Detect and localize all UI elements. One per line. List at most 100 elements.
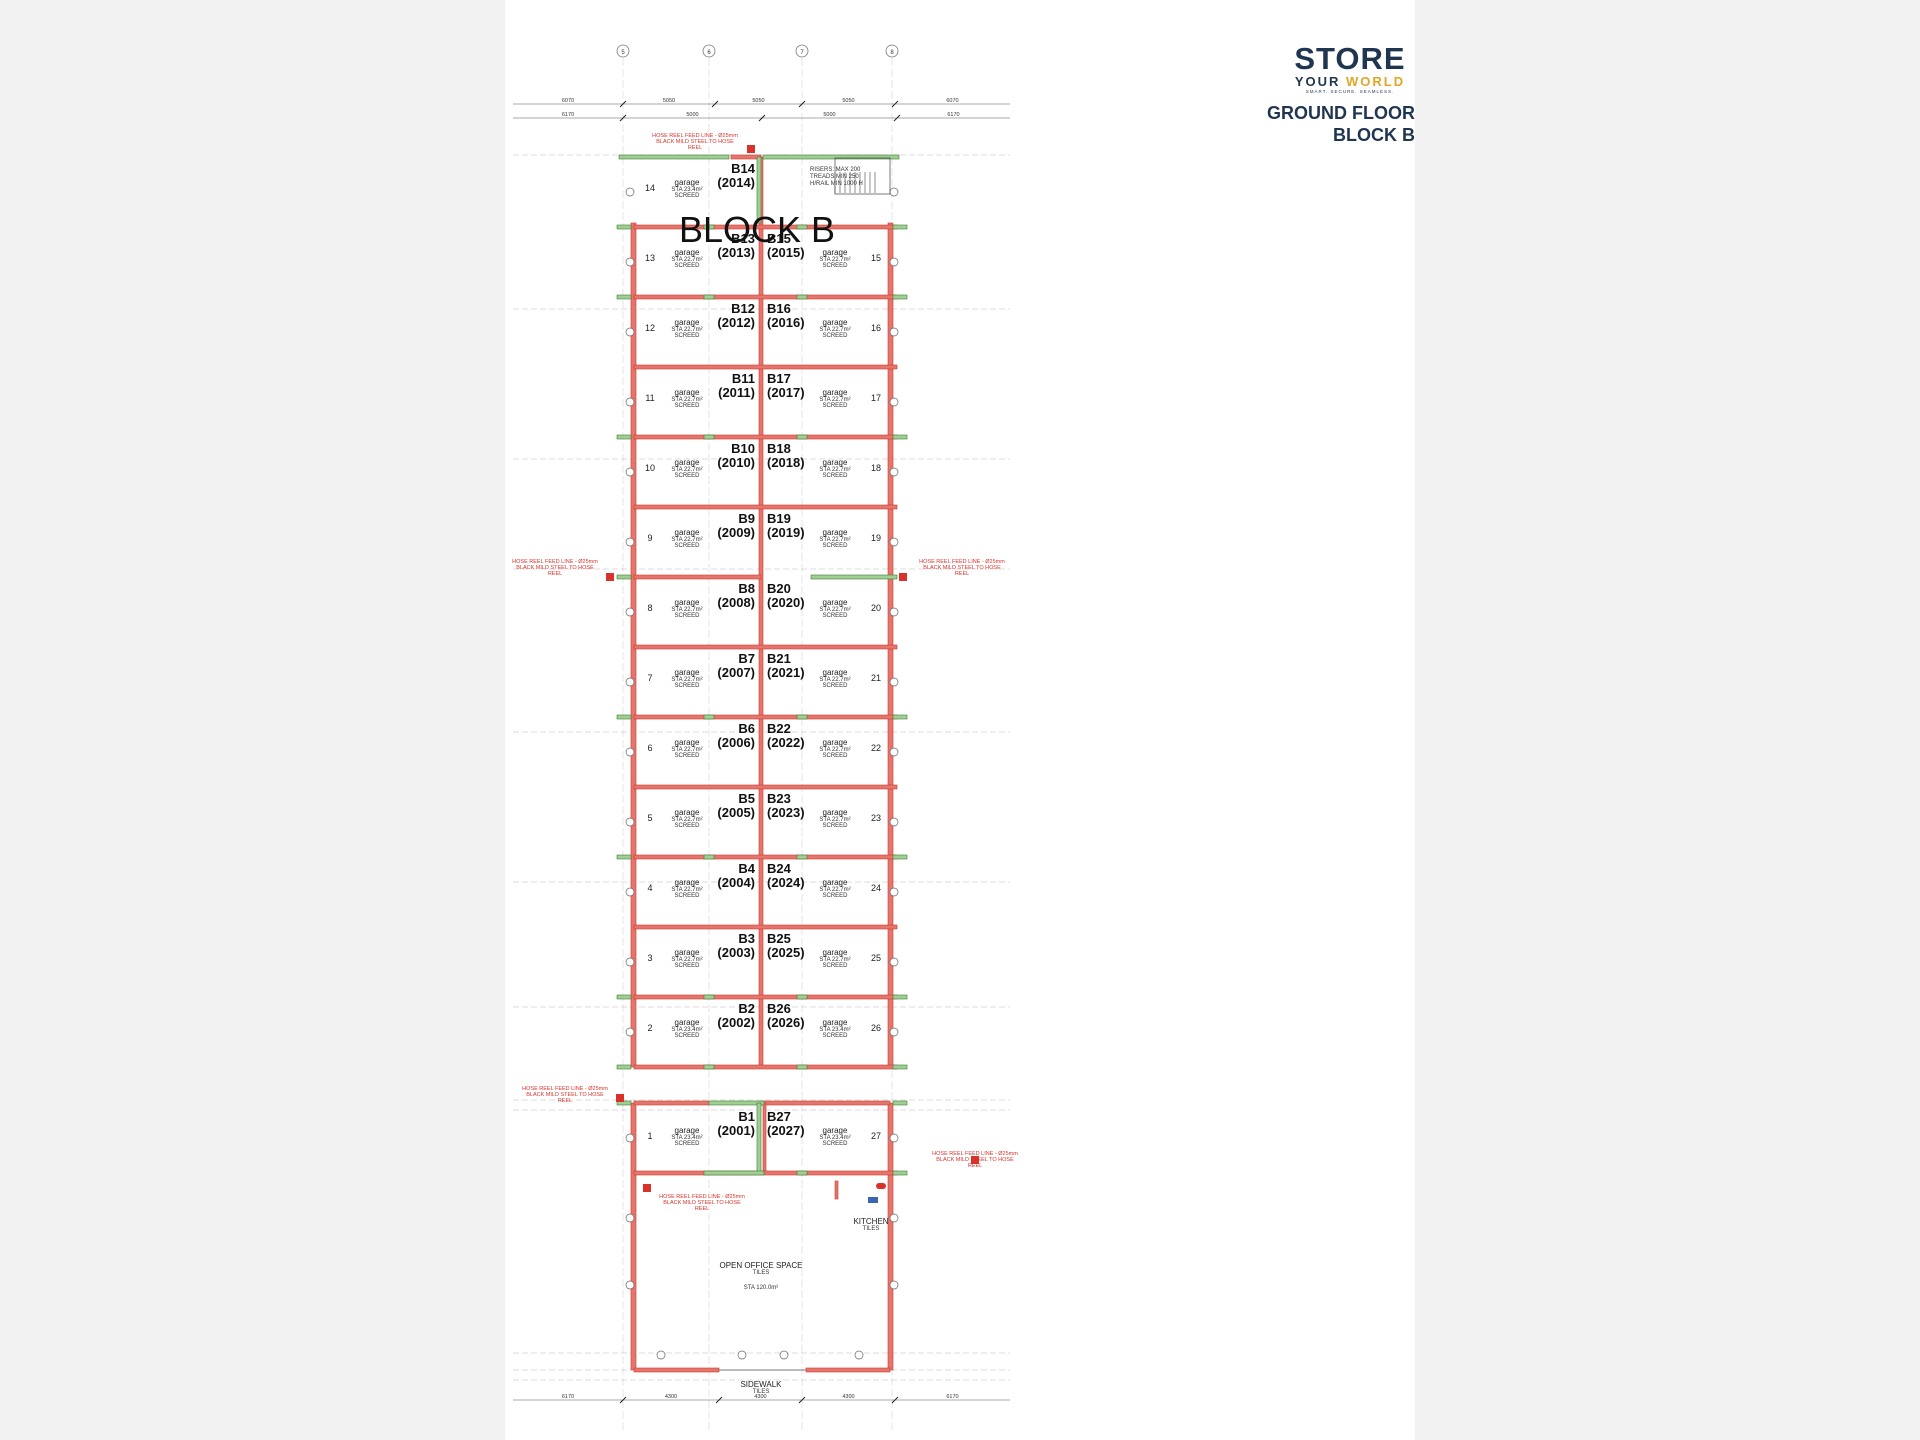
garage-label: garage — [675, 598, 700, 607]
dim-top1-tick — [891, 100, 899, 108]
unit-id-label: B11 — [732, 371, 755, 386]
front-bottom-wall — [633, 1367, 720, 1373]
column — [889, 467, 899, 477]
hose-note-right: BLACK MILD STEEL TO HOSE — [923, 565, 1001, 571]
column — [625, 1027, 635, 1037]
unit-code-label: (2003) — [717, 945, 755, 960]
unit-separator — [633, 854, 898, 860]
garage-label: garage — [823, 738, 848, 747]
office-top-glazing — [703, 1170, 765, 1176]
logo-word-world: WORLD — [1346, 74, 1406, 89]
hose-note-front-left-marker — [616, 1094, 624, 1102]
column — [889, 1027, 899, 1037]
unit-id-label: B13 — [731, 231, 755, 246]
column — [625, 607, 635, 617]
bay-number: 13 — [645, 253, 655, 263]
unit-code-label: (2010) — [717, 455, 755, 470]
unit-id-label: B8 — [738, 581, 755, 596]
unit-code-label: (2026) — [767, 1015, 805, 1030]
dim-top2-tick — [893, 114, 901, 122]
dim-top2-tick — [619, 114, 627, 122]
finish-label: SCREED — [674, 683, 700, 689]
column — [889, 1280, 899, 1290]
sheet-title: GROUND FLOOR BLOCK B — [1115, 102, 1415, 146]
office-label: OPEN OFFICE SPACE — [720, 1261, 803, 1270]
column — [779, 1350, 789, 1360]
b14-spine-glazing — [756, 156, 762, 224]
column — [889, 607, 899, 617]
hose-note-left: BLACK MILD STEEL TO HOSE — [516, 565, 594, 571]
finish-label: SCREED — [674, 333, 700, 339]
dim-top1-value: 6070 — [946, 98, 958, 104]
column — [889, 1213, 899, 1223]
front-edge — [892, 1170, 908, 1176]
garage-label: garage — [823, 1126, 848, 1135]
column — [625, 1213, 635, 1223]
garage-label: garage — [675, 458, 700, 467]
area-label: STA 22.7m² — [671, 607, 702, 613]
unit-id-label: B19 — [767, 511, 791, 526]
area-label: STA 22.7m² — [671, 747, 702, 753]
area-label: STA 22.7m² — [819, 537, 850, 543]
dim-bottom-value: 4300 — [665, 1394, 677, 1400]
sep-mid — [796, 994, 808, 1000]
sidewalk-finish: TILES — [753, 1389, 770, 1395]
sep-edge — [892, 714, 908, 720]
dim-bottom-tick — [798, 1396, 806, 1404]
finish-label: SCREED — [822, 893, 848, 899]
bay-number: 8 — [647, 603, 652, 613]
grid-bubble-label: 6 — [707, 50, 711, 56]
column — [889, 187, 899, 197]
hose-note-left-marker — [606, 573, 614, 581]
area-label: STA 22.7m² — [819, 257, 850, 263]
column — [889, 257, 899, 267]
finish-label: SCREED — [674, 263, 700, 269]
area-label: STA 23.4m² — [671, 1027, 702, 1033]
sep-mid — [703, 1064, 715, 1070]
unit-code-label: (2011) — [718, 385, 755, 400]
unit-separator — [633, 644, 898, 650]
drawing-sheet: STORE YOUR WORLD SMART. SECURE. SEAMLESS… — [505, 0, 1415, 1440]
column — [737, 1350, 747, 1360]
finish-label: SCREED — [822, 403, 848, 409]
hose-note-top: REEL — [688, 145, 702, 151]
column — [625, 327, 635, 337]
unit-code-label: (2006) — [717, 735, 755, 750]
logo-tagline: SMART. SECURE. SEAMLESS. — [1305, 89, 1395, 94]
grid-bubble — [702, 44, 716, 58]
kitchen-wall — [834, 1180, 839, 1200]
column — [889, 957, 899, 967]
unit-id-label: B5 — [738, 791, 755, 806]
kitchen-label: KITCHEN — [853, 1217, 888, 1226]
column — [625, 887, 635, 897]
garage-label: garage — [675, 528, 700, 537]
top-glazing — [618, 154, 730, 160]
hose-note-front-right-marker — [971, 1156, 979, 1164]
dim-bottom-value: 4300 — [754, 1394, 766, 1400]
area-label: STA 22.7m² — [819, 397, 850, 403]
sep-edge — [616, 854, 632, 860]
bay-number: 17 — [871, 393, 881, 403]
unit-id-label: B27 — [767, 1109, 791, 1124]
unit-code-label: (2009) — [717, 525, 755, 540]
garage-label: garage — [675, 808, 700, 817]
logo-word-store: STORE — [1294, 41, 1406, 76]
unit-code-label: (2002) — [717, 1015, 755, 1030]
finish-label: SCREED — [822, 613, 848, 619]
unit-id-label: B16 — [767, 301, 791, 316]
unit-id-label: B25 — [767, 931, 791, 946]
unit-separator — [633, 994, 898, 1000]
garage-label: garage — [675, 1126, 700, 1135]
bay-number: 7 — [647, 673, 652, 683]
unit-separator — [633, 364, 898, 370]
unit-code-label: (2024) — [767, 875, 805, 890]
sep-mid — [703, 994, 715, 1000]
dim-top1-value: 5050 — [752, 98, 764, 104]
column — [656, 1350, 666, 1360]
finish-label: SCREED — [674, 473, 700, 479]
unit-id-label: B21 — [767, 651, 791, 666]
finish-label: SCREED — [674, 543, 700, 549]
unit-code-label: (2018) — [767, 455, 805, 470]
sep-mid — [796, 434, 808, 440]
finish-label: SCREED — [822, 753, 848, 759]
